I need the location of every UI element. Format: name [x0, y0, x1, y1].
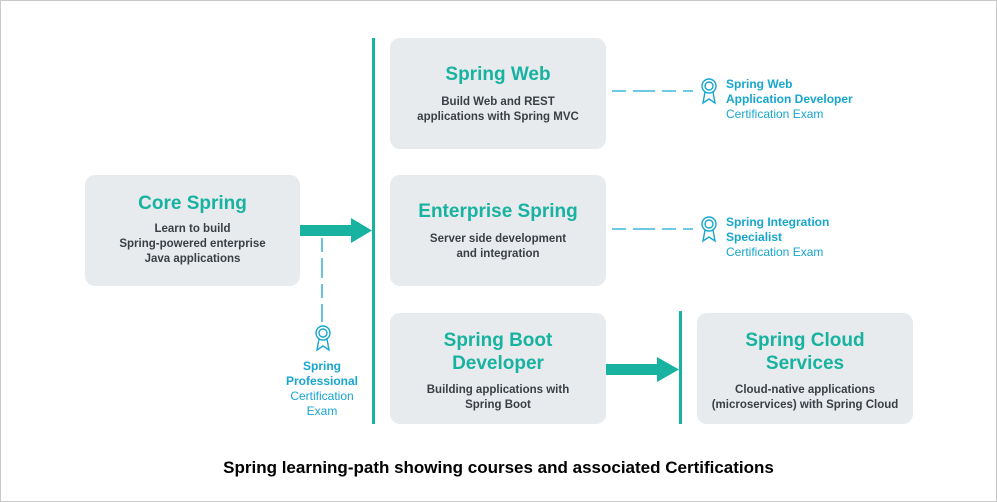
- enterprise-spring-card: Enterprise Spring Server side developmen…: [390, 175, 606, 286]
- spring-cloud-card: Spring Cloud Services Cloud-native appli…: [697, 313, 913, 424]
- enterprise-spring-desc: Server side development and integration: [429, 233, 567, 260]
- spring-cloud-desc: Cloud-native applications (microservices…: [711, 384, 899, 411]
- boot-to-cloud-arrow-icon: [606, 357, 679, 382]
- award-ribbon-icon: [315, 325, 331, 352]
- cloud-vertical-line: [679, 311, 682, 424]
- award-ribbon-icon: [701, 216, 717, 243]
- core-spring-desc: Learn to build Spring-powered enterprise…: [119, 223, 266, 265]
- spring-web-desc: Build Web and REST applications with Spr…: [417, 96, 579, 123]
- core-spring-title: Core Spring: [138, 193, 247, 214]
- core-spring-card: Core Spring Learn to build Spring-powere…: [85, 175, 300, 286]
- spring-boot-desc: Building applications with Spring Boot: [426, 384, 570, 411]
- integration-specialist-cert: Spring Integration Specialist Certificat…: [726, 215, 896, 260]
- integration-cert-exam: Certification Exam: [726, 245, 824, 259]
- spring-web-card: Spring Web Build Web and REST applicatio…: [390, 38, 606, 149]
- web-developer-cert-name: Spring Web Application Developer: [726, 77, 853, 106]
- spring-web-title: Spring Web: [445, 64, 551, 85]
- figure-caption: Spring learning-path showing courses and…: [223, 458, 774, 477]
- integration-cert-name: Spring Integration Specialist: [726, 215, 830, 244]
- spring-cloud-title: Spring Cloud Services: [745, 330, 865, 374]
- spring-boot-card: Spring Boot Developer Building applicati…: [390, 313, 606, 424]
- core-to-tracks-arrow-icon: [300, 218, 372, 243]
- web-developer-cert: Spring Web Application Developer Certifi…: [726, 77, 896, 122]
- main-vertical-line: [372, 38, 375, 424]
- enterprise-spring-title: Enterprise Spring: [418, 201, 578, 222]
- web-developer-cert-exam: Certification Exam: [726, 107, 824, 121]
- professional-cert: Spring Professional Certification Exam: [272, 359, 372, 419]
- award-ribbon-icon: [701, 78, 717, 105]
- professional-cert-exam: Certification Exam: [290, 389, 354, 418]
- spring-boot-title: Spring Boot Developer: [443, 330, 553, 374]
- professional-cert-name: Spring Professional: [285, 359, 359, 388]
